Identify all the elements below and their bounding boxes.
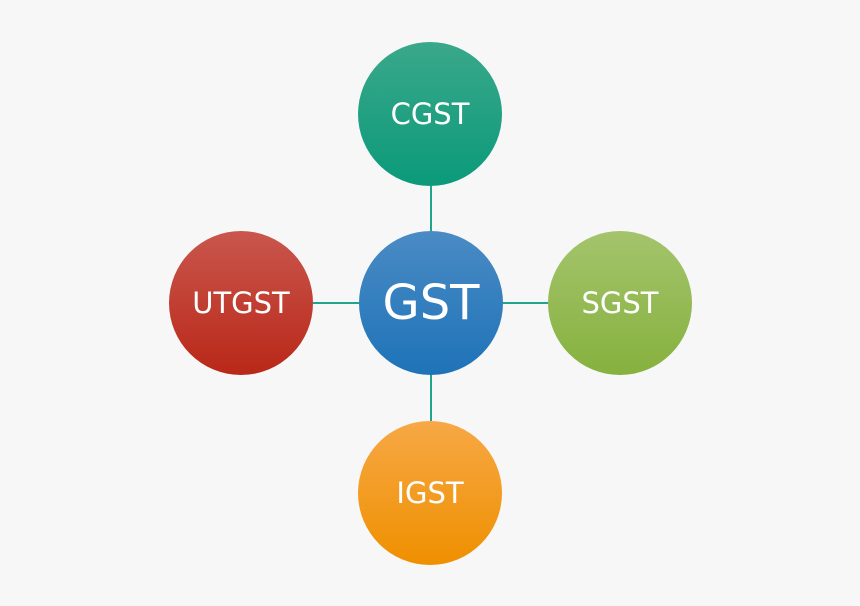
connector-gst-utgst [313,302,359,304]
node-utgst: UTGST [169,231,313,375]
node-cgst: CGST [358,42,502,186]
node-gst-label: GST [382,275,480,331]
node-sgst: SGST [548,231,692,375]
node-gst-center: GST [359,231,503,375]
node-igst: IGST [358,421,502,565]
node-igst-label: IGST [396,475,464,510]
connector-gst-igst [430,375,432,421]
connector-gst-sgst [503,302,548,304]
node-utgst-label: UTGST [192,285,290,320]
connector-gst-cgst [430,186,432,231]
node-cgst-label: CGST [390,96,470,131]
node-sgst-label: SGST [581,285,659,320]
